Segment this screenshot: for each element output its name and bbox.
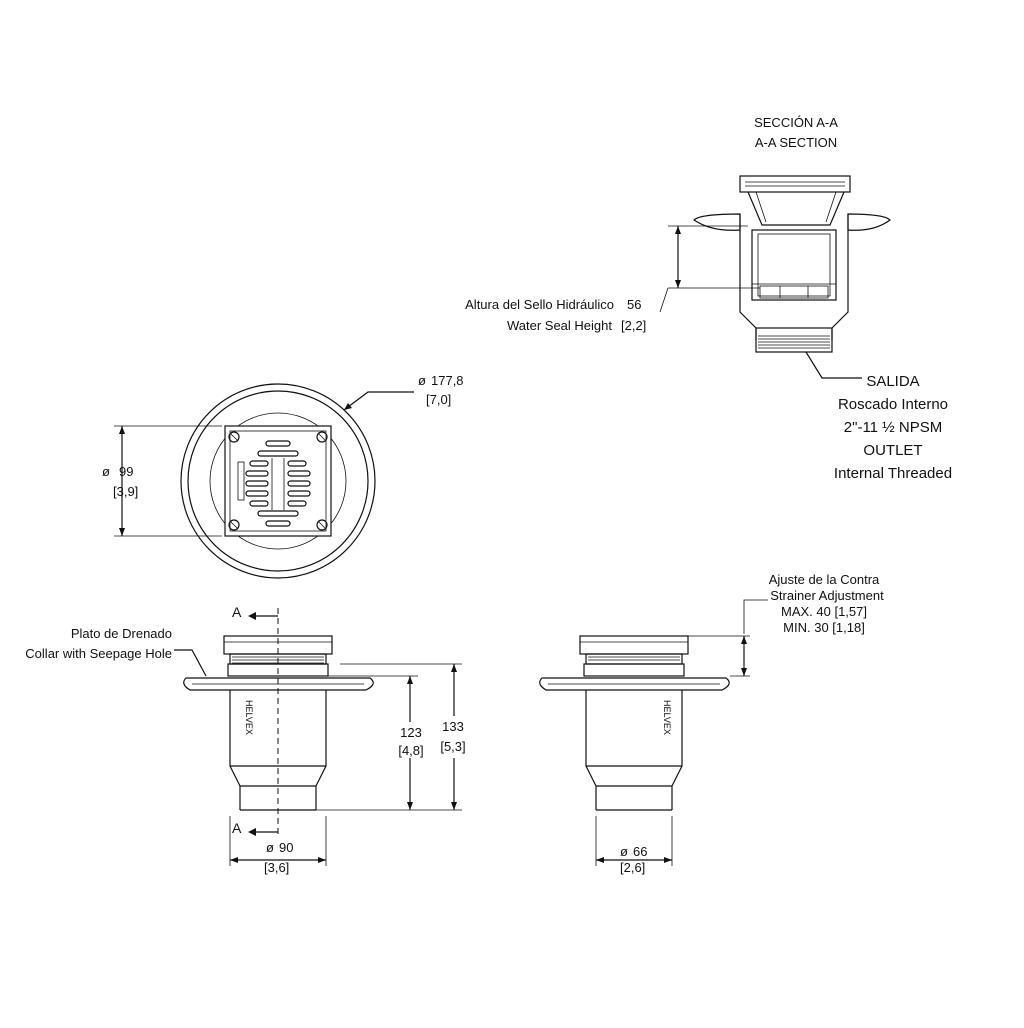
outlet-label-es-1: SALIDA (866, 373, 919, 390)
outlet-dia-in: [2,6] (620, 860, 645, 875)
seal-label-en: Water Seal Height (507, 318, 612, 333)
section-view: SECCIÓN A-A A-A SECTION (465, 115, 952, 482)
top-view: ø 177,8 [7,0] ø 99 [3,9] (102, 373, 464, 579)
body-dia-symbol: ø (266, 840, 274, 855)
front-brand: HELVEX (244, 700, 254, 735)
section-title-es: SECCIÓN A-A (754, 115, 838, 130)
outlet-label-en-1: OUTLET (863, 442, 922, 459)
seal-in: [2,2] (621, 318, 646, 333)
outlet-label-es-2: Roscado Interno (838, 396, 948, 413)
outer-dia-mm: 177,8 (431, 373, 464, 388)
seal-mm: 56 (627, 297, 641, 312)
outlet-spec: 2"-11 ½ NPSM (844, 419, 942, 436)
outer-dia-in: [7,0] (426, 392, 451, 407)
seal-label-es: Altura del Sello Hidráulico (465, 297, 614, 312)
side-view: Ajuste de la Contra Strainer Adjustment … (539, 572, 884, 875)
grate-mm: 99 (119, 464, 133, 479)
grate-slots (245, 440, 311, 527)
outlet-dia-mm: 66 (633, 844, 647, 859)
adj-label-en: Strainer Adjustment (770, 588, 884, 603)
outlet-dia-symbol: ø (620, 844, 628, 859)
adj-min: MIN. 30 [1,18] (783, 620, 865, 635)
section-mark-top: A (232, 604, 242, 620)
height-123-mm: 123 (400, 725, 422, 740)
thread-hatch (758, 335, 830, 349)
front-view: Plato de Drenado Collar with Seepage Hol… (25, 604, 468, 875)
side-brand: HELVEX (662, 700, 672, 735)
adj-label-es: Ajuste de la Contra (769, 572, 880, 587)
outlet-label-en-2: Internal Threaded (834, 465, 952, 482)
section-mark-bottom: A (232, 820, 242, 836)
body-dia-in: [3,6] (264, 860, 289, 875)
height-133-in: [5,3] (440, 739, 465, 754)
height-123-in: [4,8] (398, 743, 423, 758)
outer-dia-symbol: ø (418, 373, 426, 388)
body-dia-mm: 90 (279, 840, 293, 855)
grate-dia-symbol: ø (102, 464, 110, 479)
collar-label-en: Collar with Seepage Hole (25, 646, 172, 661)
section-title-en: A-A SECTION (755, 135, 837, 150)
adj-max: MAX. 40 [1,57] (781, 604, 867, 619)
height-133-mm: 133 (442, 719, 464, 734)
grate-in: [3,9] (113, 484, 138, 499)
collar-label-es: Plato de Drenado (71, 626, 172, 641)
